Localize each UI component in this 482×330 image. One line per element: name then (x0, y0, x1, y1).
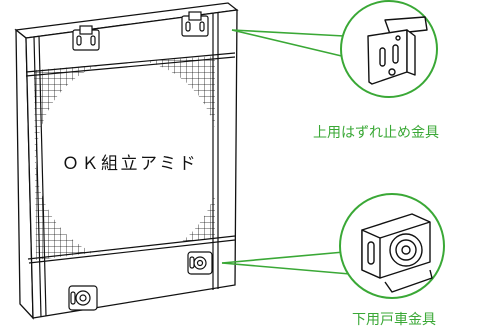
top-bracket-right (181, 11, 209, 37)
door-roller-bracket-icon (361, 213, 433, 293)
bottom-roller-right (187, 251, 213, 275)
frame-inner-lines (25, 12, 236, 318)
top-bracket-left (72, 25, 100, 51)
upper-stopper-bracket-icon (367, 16, 428, 85)
bottom-roller-left (68, 285, 98, 311)
lower-fitting-label: 下用戸車金具 (352, 312, 436, 328)
upper-fitting-label: 上用はずれ止め金具 (313, 125, 439, 141)
mesh-area (34, 56, 215, 260)
lower-fitting-callout (339, 193, 445, 299)
callout-lines (221, 29, 351, 275)
screen-door-label: ＯＫ組立アミド (62, 154, 199, 174)
upper-fitting-callout (340, 0, 438, 98)
